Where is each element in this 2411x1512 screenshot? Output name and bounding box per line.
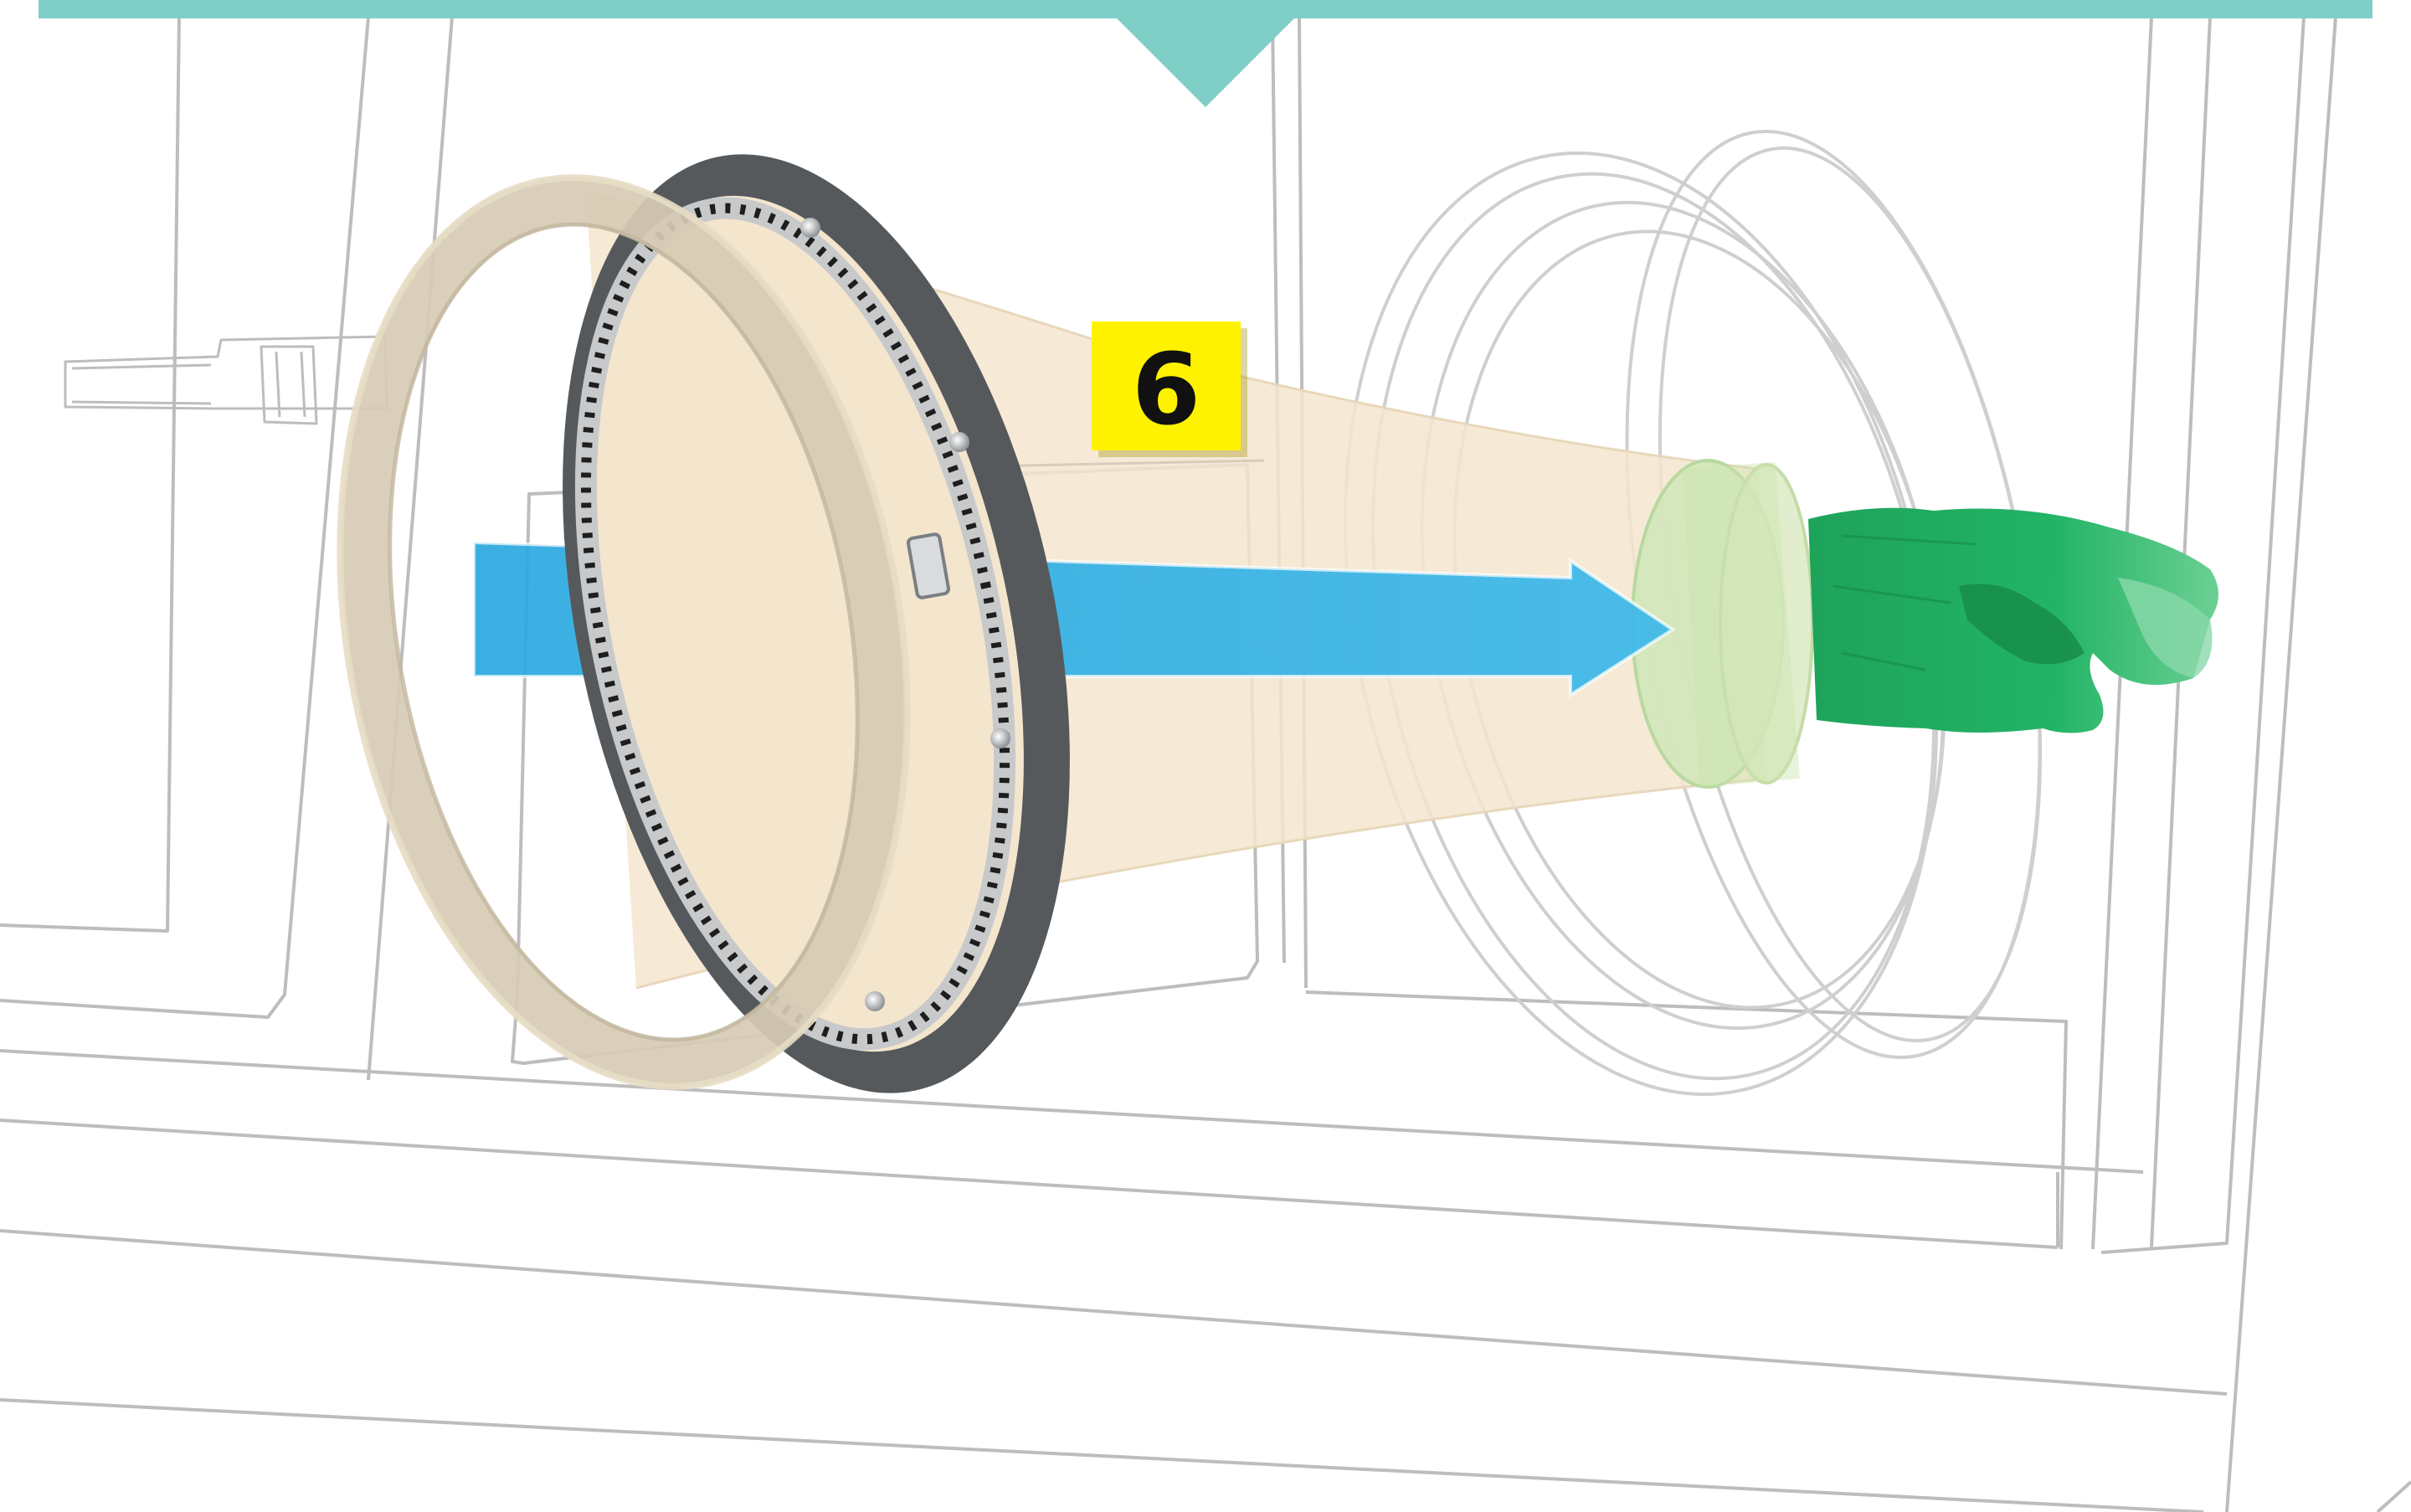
bolt-icon: [800, 218, 820, 238]
glove-port-ring-icon: [563, 154, 1070, 1093]
step-badge: 6: [1092, 321, 1247, 457]
bolt-icon: [949, 432, 969, 452]
glove-icon: [1808, 507, 2218, 733]
bolt-icon: [990, 728, 1010, 748]
sleeve-rim: [337, 174, 911, 1090]
step-number: 6: [1132, 332, 1200, 447]
header-banner: [39, 0, 2372, 107]
sleeve-cuff: [1631, 459, 1814, 789]
bolt-icon: [865, 991, 885, 1011]
